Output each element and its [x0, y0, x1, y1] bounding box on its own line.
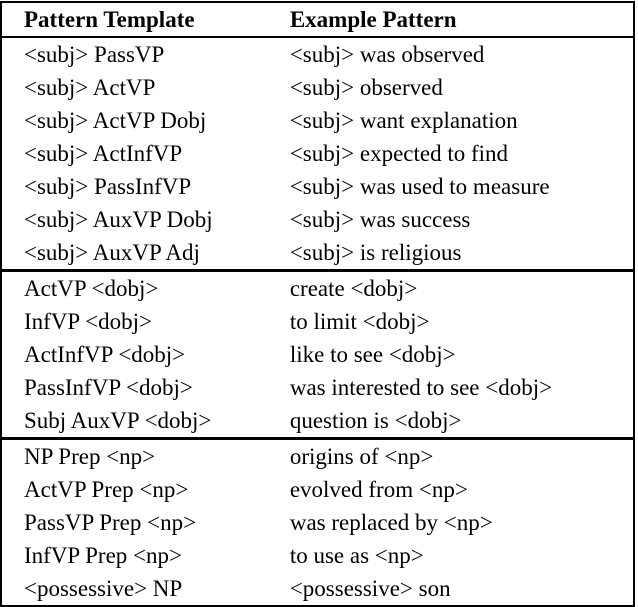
table-header-row: Pattern Template Example Pattern	[1, 2, 634, 37]
example-pattern-cell: <subj> is religious	[289, 240, 462, 265]
table-row: <subj> AuxVP Adj <subj> is religious	[1, 236, 634, 271]
table-row: <subj> PassInfVP <subj> was used to meas…	[1, 170, 634, 203]
pattern-template-cell: <possessive> NP	[24, 576, 183, 601]
table-row: <possessive> NP <possessive> son	[1, 572, 634, 606]
table-row: <subj> ActVP <subj> observed	[1, 71, 634, 104]
pattern-template-cell: <subj> ActVP Dobj	[24, 108, 207, 133]
table-row: ActVP Prep <np> evolved from <np>	[1, 473, 634, 506]
example-pattern-cell: create <dobj>	[289, 276, 418, 301]
example-pattern-cell: like to see <dobj>	[289, 342, 456, 367]
pattern-template-cell: InfVP Prep <np>	[24, 543, 182, 568]
table-row: InfVP <dobj> to limit <dobj>	[1, 305, 634, 338]
table-row: InfVP Prep <np> to use as <np>	[1, 539, 634, 572]
table-row: ActVP <dobj> create <dobj>	[1, 271, 634, 306]
pattern-template-cell: <subj> PassInfVP	[24, 174, 192, 199]
section-dobj-patterns: ActVP <dobj> create <dobj> InfVP <dobj> …	[1, 270, 634, 439]
example-pattern-cell: <possessive> son	[289, 576, 451, 601]
column-header-pattern-template: Pattern Template	[24, 7, 195, 32]
table-row: Subj AuxVP <dobj> question is <dobj>	[1, 404, 634, 439]
column-header-example-pattern: Example Pattern	[289, 7, 457, 32]
example-pattern-cell: was interested to see <dobj>	[289, 375, 553, 400]
example-pattern-cell: <subj> was success	[289, 207, 471, 232]
table-row: <subj> AuxVP Dobj <subj> was success	[1, 203, 634, 236]
pattern-template-cell: InfVP <dobj>	[24, 309, 152, 334]
pattern-template-cell: <subj> AuxVP Adj	[24, 240, 200, 265]
section-np-patterns: NP Prep <np> origins of <np> ActVP Prep …	[1, 438, 634, 607]
example-pattern-cell: question is <dobj>	[289, 408, 462, 433]
pattern-template-cell: <subj> ActVP	[24, 75, 156, 100]
example-pattern-cell: evolved from <np>	[289, 477, 468, 502]
pattern-template-cell: <subj> PassVP	[24, 42, 165, 67]
example-pattern-cell: <subj> observed	[289, 75, 443, 100]
section-subj-patterns: <subj> PassVP <subj> was observed <subj>…	[1, 37, 634, 271]
example-pattern-cell: <subj> want explanation	[289, 108, 518, 133]
pattern-template-cell: ActVP Prep <np>	[24, 477, 189, 502]
example-pattern-cell: <subj> was used to measure	[289, 174, 550, 199]
table-row: ActInfVP <dobj> like to see <dobj>	[1, 338, 634, 371]
table-row: NP Prep <np> origins of <np>	[1, 439, 634, 474]
table-row: <subj> ActInfVP <subj> expected to find	[1, 137, 634, 170]
example-pattern-cell: was replaced by <np>	[289, 510, 493, 535]
pattern-template-cell: Subj AuxVP <dobj>	[24, 408, 212, 433]
example-pattern-cell: <subj> expected to find	[289, 141, 509, 166]
table-row: PassInfVP <dobj> was interested to see <…	[1, 371, 634, 404]
pattern-template-cell: ActVP <dobj>	[24, 276, 159, 301]
example-pattern-cell: to use as <np>	[289, 543, 424, 568]
example-pattern-cell: to limit <dobj>	[289, 309, 430, 334]
pattern-template-cell: PassInfVP <dobj>	[24, 375, 193, 400]
pattern-template-cell: <subj> AuxVP Dobj	[24, 207, 213, 232]
table-row: PassVP Prep <np> was replaced by <np>	[1, 506, 634, 539]
pattern-template-cell: <subj> ActInfVP	[24, 141, 183, 166]
example-pattern-cell: <subj> was observed	[289, 42, 485, 67]
table-row: <subj> ActVP Dobj <subj> want explanatio…	[1, 104, 634, 137]
table-row: <subj> PassVP <subj> was observed	[1, 37, 634, 71]
example-pattern-cell: origins of <np>	[289, 444, 434, 469]
pattern-template-cell: PassVP Prep <np>	[24, 510, 197, 535]
pattern-template-cell: ActInfVP <dobj>	[24, 342, 186, 367]
pattern-template-cell: NP Prep <np>	[24, 444, 156, 469]
